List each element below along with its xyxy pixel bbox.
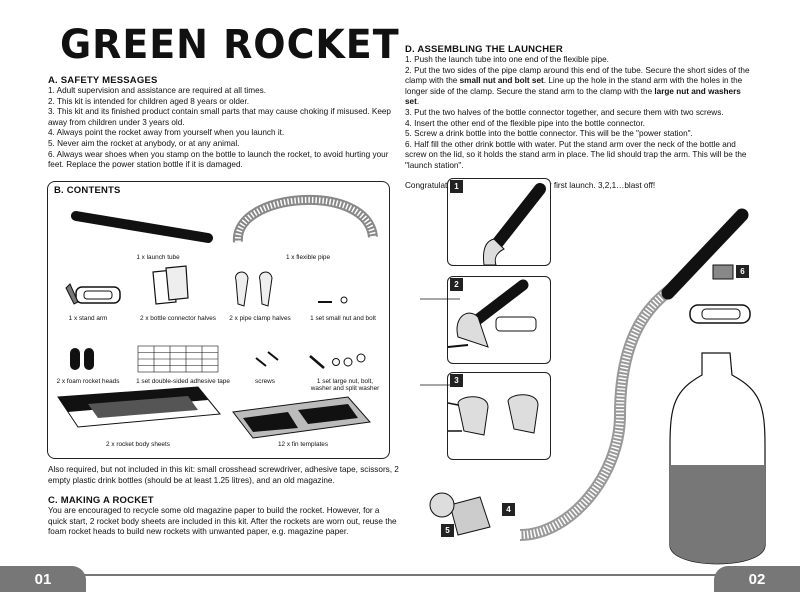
making-text: You are encouraged to recycle some old m… <box>48 506 397 537</box>
step-number-badge: 2 <box>450 278 463 291</box>
page-number-right: 02 <box>714 566 800 592</box>
adhesive-tape-illustration <box>137 345 219 373</box>
assembly-step: 3. Put the two halves of the bottle conn… <box>405 107 724 117</box>
fin-templates-label: 12 x fin templates <box>277 441 329 448</box>
flexible-pipe-label: 1 x flexible pipe <box>285 254 331 261</box>
foam-head-illustration <box>84 348 94 370</box>
screws-label: screws <box>255 378 275 385</box>
step-number-badge: 1 <box>450 180 463 193</box>
foam-head-illustration <box>70 348 80 370</box>
assembly-step: 6. Half fill the other drink bottle with… <box>405 139 747 170</box>
step-number-badge: 6 <box>736 265 749 278</box>
assembly-step: 1. Push the launch tube into one end of … <box>405 55 609 64</box>
assembling-heading: D. ASSEMBLING THE LAUNCHER <box>405 44 563 55</box>
step-2-panel <box>447 276 551 364</box>
contents-heading: B. CONTENTS <box>54 185 121 196</box>
safety-item: 6. Always wear shoes when you stamp on t… <box>48 149 389 170</box>
large-nut-label: 1 set large nut, bolt, washer and split … <box>310 378 380 392</box>
small-nut-bolt-illustration <box>318 296 348 304</box>
step-3-panel <box>447 372 551 460</box>
contents-illustrations <box>57 195 378 439</box>
page-title: GREEN ROCKET <box>60 22 400 68</box>
also-required-text: Also required, but not included in this … <box>48 465 399 485</box>
bottle-connector-label: 2 x bottle connector halves <box>139 315 217 322</box>
bottle-connector-illustration <box>152 265 189 305</box>
footer-line <box>0 574 800 576</box>
assembling-section: D. ASSEMBLING THE LAUNCHER 1. Push the l… <box>405 44 755 191</box>
flexible-pipe-illustration <box>232 195 378 243</box>
pipe-clamp-label: 2 x pipe clamp halves <box>229 315 291 322</box>
step-number-badge: 3 <box>450 374 463 387</box>
foam-heads-label: 2 x foam rocket heads <box>56 378 120 385</box>
rocket-body-sheets-illustration <box>57 386 221 428</box>
making-heading: C. MAKING A ROCKET <box>48 495 154 506</box>
safety-item: 2. This kit is intended for children age… <box>48 96 250 106</box>
adhesive-tape-label: 1 set double-sided adhesive tape <box>136 378 230 385</box>
safety-section: A. SAFETY MESSAGES 1. Adult supervision … <box>48 75 398 171</box>
body-sheets-label: 2 x rocket body sheets <box>106 441 170 448</box>
stand-arm-illustration <box>65 283 121 305</box>
contents-box: B. CONTENTS <box>47 181 390 459</box>
assembly-step: 5. Screw a drink bottle into the bottle … <box>405 129 693 139</box>
making-section: C. MAKING A ROCKET You are encouraged to… <box>48 495 400 538</box>
assembly-step: 2. Put the two sides of the pipe clamp a… <box>405 65 750 107</box>
safety-item: 1. Adult supervision and assistance are … <box>48 86 266 95</box>
safety-heading: A. SAFETY MESSAGES <box>48 75 158 86</box>
step-number-badge: 5 <box>441 524 454 537</box>
screws-illustration <box>255 351 279 367</box>
fin-templates-illustration <box>232 396 371 439</box>
assembly-step: 4. Insert the other end of the flexible … <box>405 118 645 128</box>
step-number-badge: 4 <box>502 503 515 516</box>
page-number-left: 01 <box>0 566 86 592</box>
launch-tube-label: 1 x launch tube <box>136 254 180 261</box>
safety-item: 4. Always point the rocket away from you… <box>48 128 285 138</box>
pipe-clamp-illustration <box>235 271 273 307</box>
launch-tube-illustration <box>71 211 213 243</box>
safety-item: 5. Never aim the rocket at anybody, or a… <box>48 138 240 148</box>
small-nut-label: 1 set small nut and bolt <box>310 315 376 322</box>
step-1-panel <box>447 178 551 266</box>
safety-item: 3. This kit and its finished product con… <box>48 107 391 127</box>
large-nut-illustration <box>309 353 366 369</box>
stand-arm-label: 1 x stand arm <box>68 315 108 322</box>
launcher-assembly-illustration <box>420 208 766 565</box>
